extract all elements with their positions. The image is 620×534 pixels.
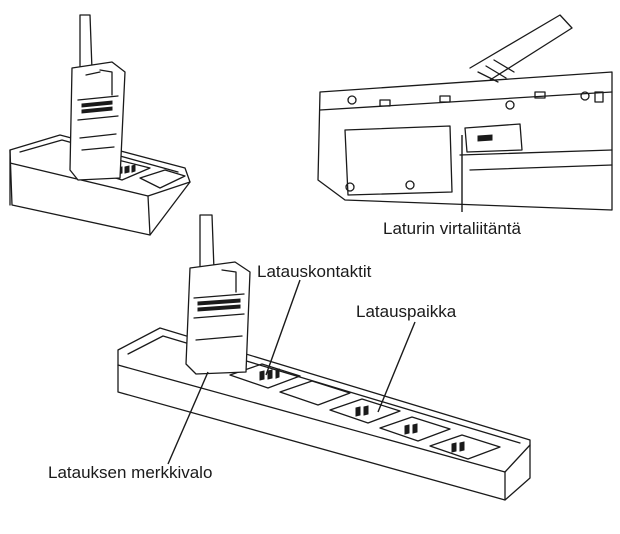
single-charger-illustration [9, 14, 191, 236]
label-charging-slot: Latauspaikka [356, 302, 457, 321]
label-charging-indicator: Latauksen merkkivalo [48, 463, 213, 482]
label-power-port: Laturin virtaliitäntä [383, 219, 521, 238]
power-port-detail-illustration [317, 14, 613, 212]
multi-charger-illustration [117, 214, 531, 501]
label-charging-contacts: Latauskontaktit [257, 262, 372, 281]
